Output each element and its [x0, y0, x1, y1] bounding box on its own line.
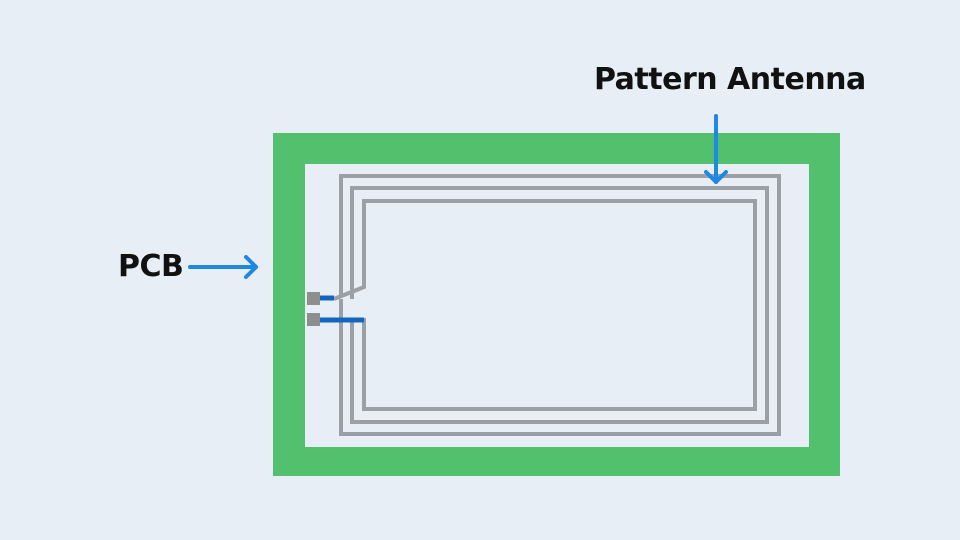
antenna-trace-inner: [333, 199, 757, 411]
pcb-inner-area: [305, 164, 809, 447]
pattern-antenna-label: Pattern Antenna: [594, 62, 866, 97]
antenna-arrow-head: [704, 170, 728, 184]
antenna-trace-outer: [339, 174, 781, 436]
terminal-pad-top: [307, 292, 320, 305]
terminal-pad-bottom: [307, 313, 320, 326]
antenna-trace-middle: [350, 186, 769, 424]
pcb-label: PCB: [118, 249, 184, 284]
pcb-arrow-head: [244, 255, 258, 279]
